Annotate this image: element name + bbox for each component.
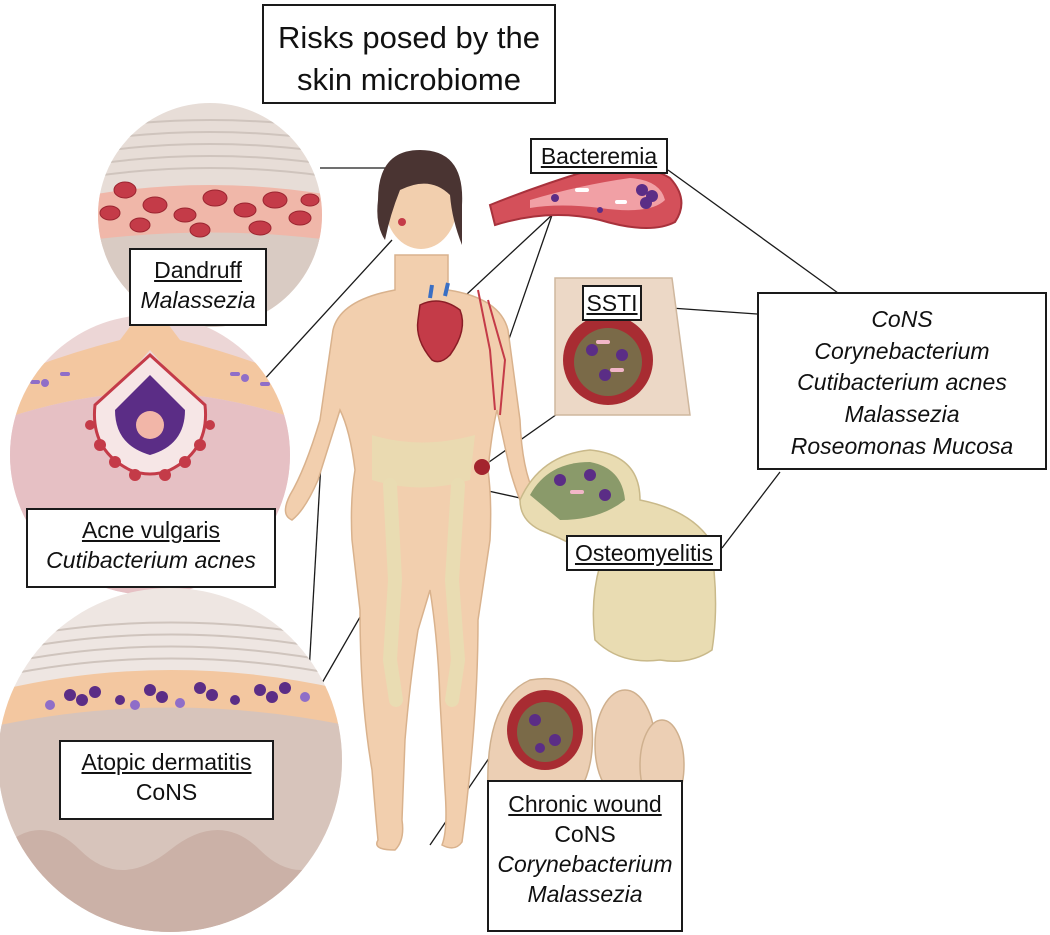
chronic-wound-organism-3: Malassezia bbox=[527, 880, 643, 907]
bacteremia-label-box: Bacteremia bbox=[530, 138, 668, 174]
dandruff-label: Dandruff bbox=[154, 257, 242, 283]
figure-title: Risks posed by the skin microbiome bbox=[262, 4, 556, 104]
pathogens-list-box: CoNS Corynebacterium Cutibacterium acnes… bbox=[757, 292, 1047, 470]
pathogen-item: CoNS bbox=[871, 306, 933, 332]
chronic-wound-label: Chronic wound bbox=[508, 791, 662, 817]
ssti-label-box: SSTI bbox=[582, 285, 642, 321]
bacteremia-label: Bacteremia bbox=[540, 143, 658, 169]
chronic-wound-label-box: Chronic wound CoNS Corynebacterium Malas… bbox=[487, 780, 683, 932]
title-line-2: skin microbiome bbox=[297, 61, 521, 97]
atopic-label-box: Atopic dermatitis CoNS bbox=[59, 740, 274, 820]
osteomyelitis-label: Osteomyelitis bbox=[574, 540, 714, 566]
pathogen-item: Malassezia bbox=[844, 401, 960, 428]
atopic-label: Atopic dermatitis bbox=[81, 749, 252, 775]
pathogen-item: Cutibacterium acnes bbox=[797, 369, 1007, 396]
acne-organism: Cutibacterium acnes bbox=[46, 546, 256, 573]
chronic-wound-organism-2: Corynebacterium bbox=[497, 850, 673, 877]
dandruff-organism: Malassezia bbox=[140, 286, 256, 313]
osteomyelitis-label-box: Osteomyelitis bbox=[566, 535, 722, 571]
ssti-label: SSTI bbox=[586, 290, 638, 316]
title-line-1: Risks posed by the bbox=[278, 20, 540, 55]
blood-vessel bbox=[488, 165, 683, 230]
acne-label-box: Acne vulgaris Cutibacterium acnes bbox=[26, 508, 276, 588]
acne-label: Acne vulgaris bbox=[81, 517, 221, 543]
pathogen-item: Roseomonas Mucosa bbox=[790, 432, 1014, 459]
chronic-wound-inset bbox=[487, 677, 685, 811]
atopic-organism: CoNS bbox=[135, 778, 198, 805]
dandruff-label-box: Dandruff Malassezia bbox=[129, 248, 267, 326]
chronic-wound-organism-1: CoNS bbox=[554, 820, 616, 847]
human-figure bbox=[284, 150, 538, 851]
pathogen-item: Corynebacterium bbox=[814, 337, 990, 364]
